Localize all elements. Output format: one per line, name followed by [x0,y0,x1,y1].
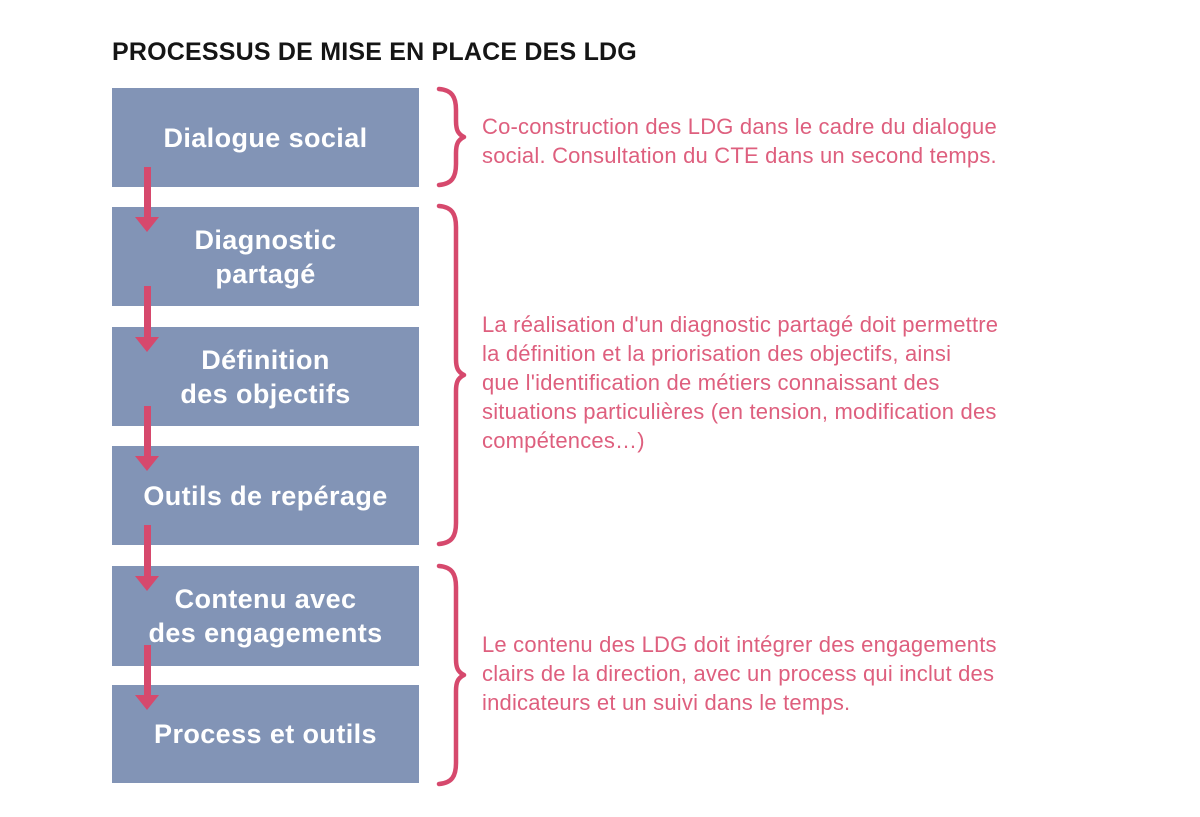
flow-step-label: Dialogue social [163,122,368,153]
flow-step-label: Diagnostic partagé [194,224,337,289]
down-arrow-icon [135,525,160,591]
note-contenu-process: Le contenu des LDG doit intégrer des eng… [482,632,997,715]
flow-step-dialogue-social: Dialogue social [112,88,419,187]
grouping-brace-icon [433,201,467,549]
page-title: PROCESSUS DE MISE EN PLACE DES LDG [112,38,637,66]
down-arrow-icon [135,286,160,352]
down-arrow-icon [135,645,160,710]
flow-step-definition-objectifs: Définition des objectifs [112,327,419,426]
down-arrow-icon [135,406,160,471]
grouping-brace-icon [433,84,467,190]
flow-step-label: Définition des objectifs [180,344,351,409]
note-dialogue-social: Co-construction des LDG dans le cadre du… [482,114,997,168]
grouping-brace-icon [433,561,467,789]
flow-step-process-outils: Process et outils [112,685,419,783]
flow-step-outils-reperage: Outils de repérage [112,446,419,545]
flow-step-label: Outils de repérage [143,480,388,511]
flow-step-label: Contenu avec des engagements [148,584,383,648]
flow-step-label: Process et outils [154,719,377,749]
note-diagnostic-objectifs: La réalisation d'un diagnostic partagé d… [482,312,999,453]
flow-step-diagnostic-partage: Diagnostic partagé [112,207,419,306]
flow-step-contenu-engagements: Contenu avec des engagements [112,566,419,666]
down-arrow-icon [135,167,160,232]
